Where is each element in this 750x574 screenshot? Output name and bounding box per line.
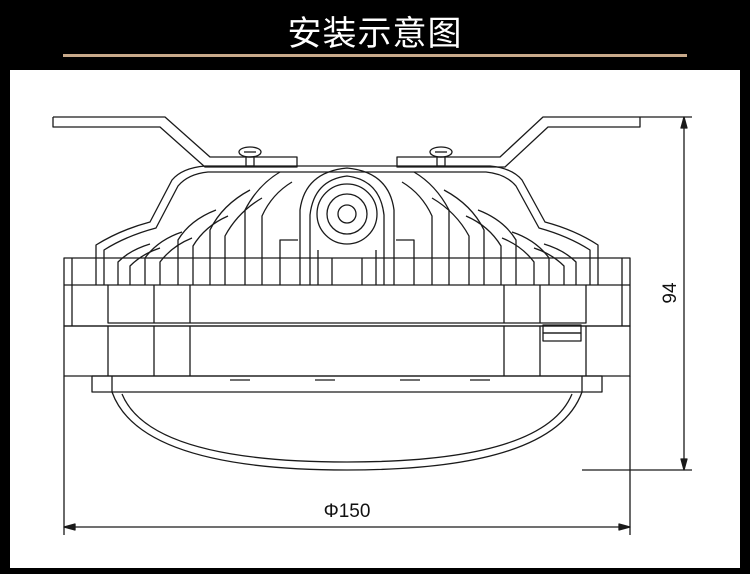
cable-gland bbox=[299, 167, 395, 285]
mounting-bracket-left bbox=[52, 116, 298, 168]
height-dimension-line bbox=[582, 116, 692, 471]
title-underline bbox=[63, 54, 687, 57]
width-dimension-label: Φ150 bbox=[324, 501, 371, 522]
bezel-ring bbox=[91, 375, 603, 393]
heatsink-dome bbox=[95, 165, 599, 285]
heatsink-fins-right bbox=[396, 171, 577, 285]
housing-upper-band bbox=[63, 257, 631, 327]
page-title: 安装示意图 bbox=[287, 14, 463, 54]
heatsink-fins-left bbox=[117, 171, 298, 285]
glass-lens-dome bbox=[111, 391, 583, 471]
mounting-bracket-right bbox=[396, 116, 641, 168]
diagram-panel bbox=[10, 70, 740, 568]
width-dimension-line bbox=[63, 376, 631, 535]
height-dimension-label: 94 bbox=[660, 282, 681, 304]
housing-lower-band bbox=[63, 324, 631, 377]
header: 安装示意图 bbox=[0, 0, 750, 62]
